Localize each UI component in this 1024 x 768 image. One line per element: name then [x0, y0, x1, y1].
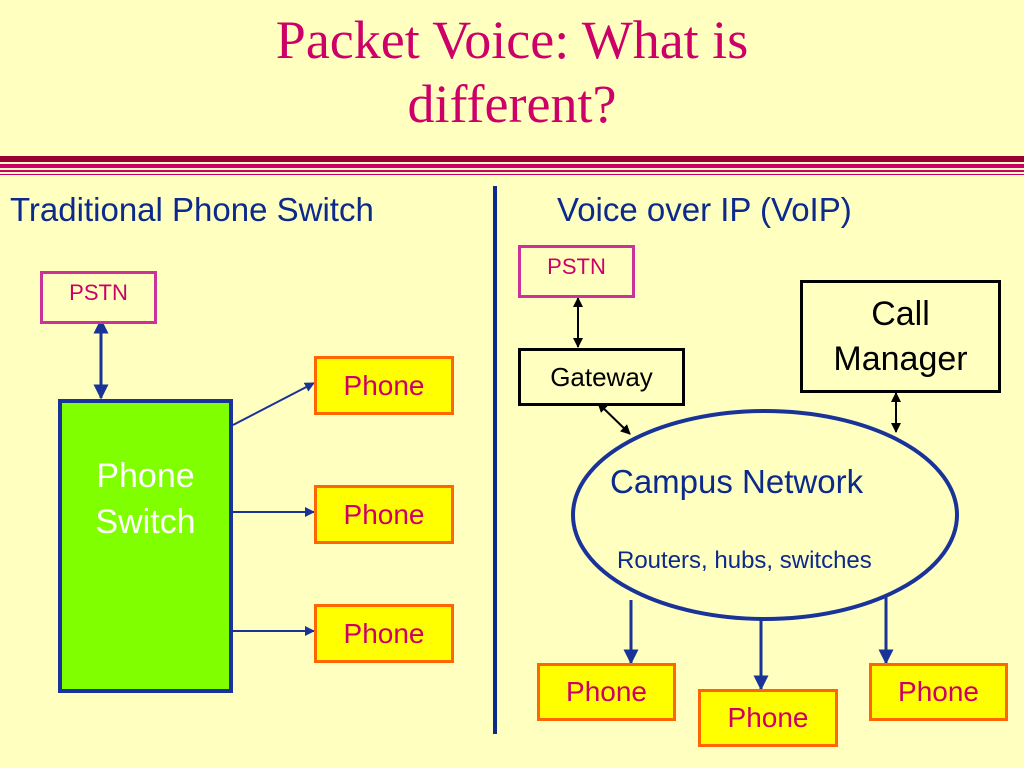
pstn-box: PSTN: [40, 271, 157, 324]
phone-switch-label: Phone Switch: [95, 453, 195, 545]
phone-switch-box: Phone Switch: [58, 399, 233, 693]
pstn-label: PSTN: [69, 280, 128, 305]
slide-title-line-1: Packet Voice: What is: [275, 10, 749, 70]
phone-switch-label-line-2: Switch: [95, 503, 196, 541]
call-manager-label-line-1: Call: [871, 294, 930, 333]
call-manager-label-line-2: Manager: [833, 339, 968, 378]
pstn-box: PSTN: [518, 245, 635, 298]
campus-network-label: Campus Network: [610, 463, 864, 500]
switch-phone-link-1: [232, 382, 315, 426]
slide-title: Packet Voice: What is different?: [0, 8, 1024, 136]
title-divider: [0, 174, 1024, 175]
phone-box: Phone: [537, 663, 676, 721]
phone-label: Phone: [898, 676, 979, 707]
call-manager-label: Call Manager: [833, 292, 967, 382]
campus-network-ellipse: [571, 409, 959, 621]
pstn-label: PSTN: [547, 254, 606, 279]
phone-box: Phone: [698, 689, 838, 747]
slide-title-line-2: different?: [407, 74, 617, 134]
phone-box: Phone: [314, 356, 454, 415]
title-divider: [0, 164, 1024, 168]
traditional-heading: Traditional Phone Switch: [10, 191, 374, 228]
phone-label: Phone: [343, 617, 425, 649]
phone-box: Phone: [314, 604, 454, 663]
phone-box: Phone: [314, 485, 454, 544]
gateway-network-link: [597, 402, 631, 435]
voip-heading: Voice over IP (VoIP): [557, 191, 852, 228]
phone-switch-label-line-1: Phone: [96, 457, 195, 495]
title-divider: [0, 170, 1024, 172]
call-manager-box: Call Manager: [800, 280, 1001, 393]
phone-box: Phone: [869, 663, 1008, 721]
gateway-box: Gateway: [518, 348, 685, 406]
phone-label: Phone: [566, 676, 647, 707]
phone-label: Phone: [343, 369, 425, 401]
gateway-label: Gateway: [550, 361, 653, 392]
campus-network-sublabel: Routers, hubs, switches: [617, 547, 872, 574]
phone-label: Phone: [343, 498, 425, 530]
title-divider: [0, 156, 1024, 162]
phone-label: Phone: [727, 702, 809, 733]
